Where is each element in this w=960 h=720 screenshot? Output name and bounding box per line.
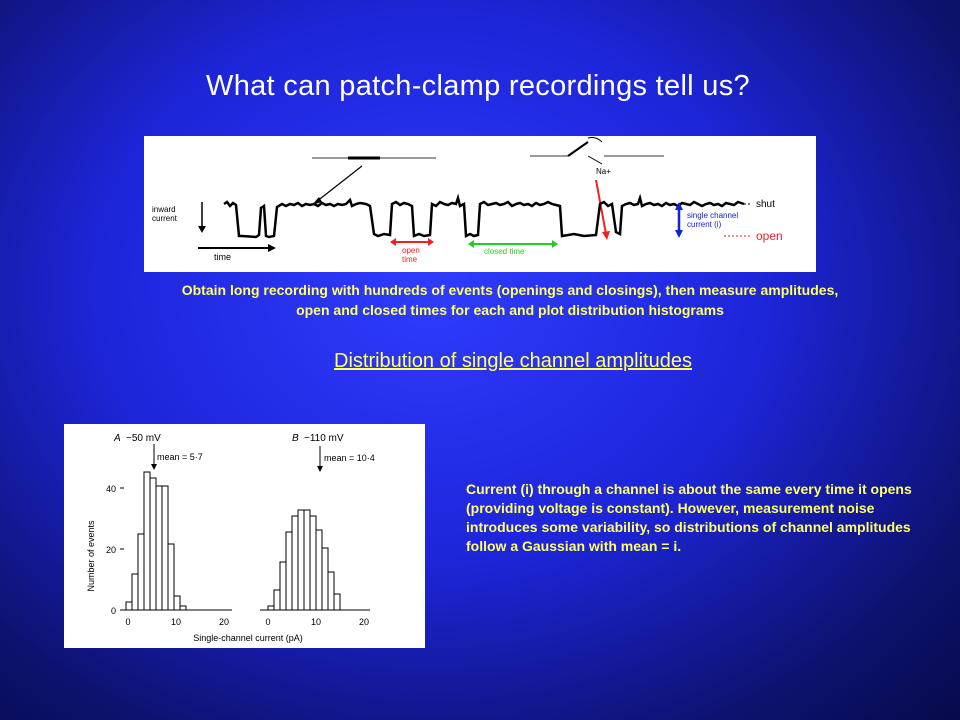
closed-time-arrowhead-right	[552, 240, 558, 248]
bar-a	[167, 543, 175, 611]
bar-b	[321, 547, 329, 611]
na-label: Na+	[596, 167, 611, 176]
bar-a	[137, 533, 145, 611]
bar-b	[327, 571, 335, 611]
bar-b	[279, 561, 287, 611]
red-pointer	[595, 179, 607, 235]
trace-caption: Obtain long recording with hundreds of e…	[90, 280, 930, 320]
panel-b-bars	[267, 509, 341, 611]
x-tick-a-10: 10	[171, 617, 181, 627]
panel-b-voltage: −110 mV	[304, 433, 344, 444]
y-tick-40: 40	[106, 484, 116, 494]
panel-b-mean-arrowhead	[317, 466, 323, 472]
bar-a	[161, 485, 169, 611]
bar-b	[297, 509, 305, 611]
gate-swing-arc	[587, 137, 603, 143]
bar-b	[315, 529, 323, 611]
bar-a	[179, 605, 187, 611]
section-subtitle: Distribution of single channel amplitude…	[334, 350, 692, 372]
amplitude-arrowhead-up	[675, 202, 683, 210]
open-label: open	[756, 229, 783, 243]
bar-a	[125, 601, 133, 611]
x-tick-b-20: 20	[359, 617, 369, 627]
panel-b-mean: mean = 10·4	[324, 453, 375, 463]
panel-a-bars	[125, 471, 187, 611]
red-pointer-head	[602, 231, 610, 240]
y-tick-20: 20	[106, 545, 116, 555]
histogram-figure: A −50 mV mean = 5·7 B −110 mV mean = 10·…	[64, 424, 425, 648]
shut-label: shut	[756, 199, 775, 210]
bar-b	[285, 531, 293, 611]
bar-b	[303, 509, 311, 611]
bar-b	[273, 589, 281, 611]
panel-a-mean: mean = 5·7	[157, 452, 203, 462]
bar-a	[131, 573, 139, 611]
single-channel-label-2: current (i)	[687, 220, 722, 229]
closed-time-arrowhead-left	[468, 240, 474, 248]
current-trace	[223, 193, 745, 239]
open-time-arrowhead-right	[428, 238, 434, 246]
open-gate	[567, 141, 589, 157]
y-axis-label: Number of events	[86, 520, 96, 592]
bar-a	[149, 477, 157, 611]
na-flow-line	[587, 155, 603, 165]
panel-a-mean-arrowhead	[151, 464, 157, 470]
time-arrowhead	[268, 244, 276, 252]
inward-arrowhead	[198, 226, 206, 233]
x-tick-b-10: 10	[311, 617, 321, 627]
bar-b	[267, 605, 275, 611]
bar-b	[333, 593, 341, 611]
panel-a-voltage: −50 mV	[126, 433, 161, 444]
panel-b-label: B	[292, 433, 299, 444]
slide-title: What can patch-clamp recordings tell us?	[206, 70, 750, 102]
histogram-svg: A −50 mV mean = 5·7 B −110 mV mean = 10·…	[86, 433, 375, 643]
bar-a	[143, 471, 151, 611]
x-tick-a-20: 20	[219, 617, 229, 627]
open-time-label-2: time	[402, 255, 418, 264]
open-time-label-1: open	[402, 246, 420, 255]
closed-time-label: closed time	[484, 247, 525, 256]
caption-line-2: open and closed times for each and plot …	[296, 302, 724, 318]
bar-a	[155, 485, 163, 611]
bar-b	[291, 515, 299, 611]
caption-line-1: Obtain long recording with hundreds of e…	[181, 282, 839, 298]
time-label: time	[214, 252, 231, 262]
y-tick-0: 0	[111, 606, 116, 616]
x-tick-b-0: 0	[265, 617, 270, 627]
amplitude-explanation: Current (i) through a channel is about t…	[466, 481, 912, 554]
inward-label-1: inward	[152, 205, 176, 214]
inward-label-2: current	[152, 214, 178, 223]
open-time-arrowhead-left	[390, 238, 396, 246]
panel-a-label: A	[113, 433, 121, 444]
single-channel-label-1: single channel	[687, 211, 738, 220]
bar-b	[309, 515, 317, 611]
bar-a	[173, 595, 181, 611]
trace-svg: Na+ inward current time open time closed…	[152, 137, 783, 264]
trace-figure: Na+ inward current time open time closed…	[144, 136, 816, 272]
closed-pointer-line	[315, 165, 363, 203]
amplitude-arrowhead-down	[675, 230, 683, 238]
x-tick-a-0: 0	[125, 617, 130, 627]
x-axis-label: Single-channel current (pA)	[193, 633, 303, 643]
